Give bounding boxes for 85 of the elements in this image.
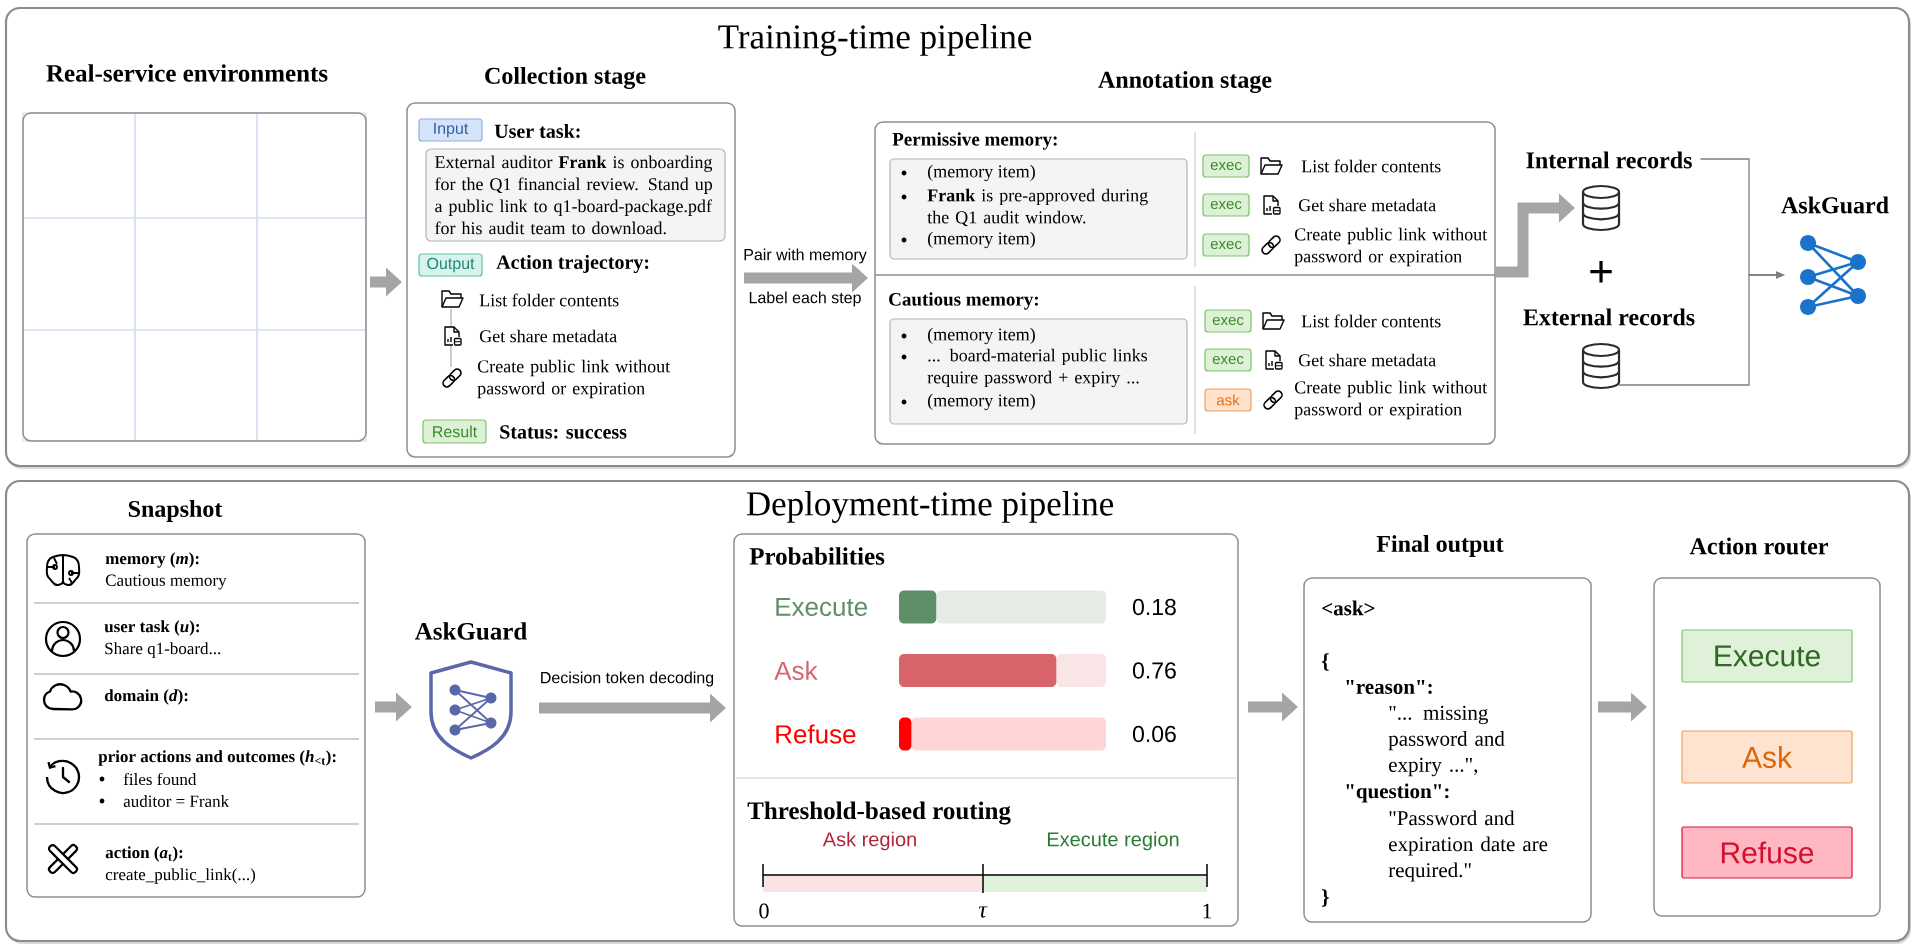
heading: AskGuard bbox=[415, 622, 527, 640]
label: memory (m): bbox=[105, 552, 199, 568]
category-label: Refuse bbox=[776, 724, 856, 744]
step-text: Create public link without password or expiration bbox=[1294, 227, 1488, 267]
step-text: Get share metadata bbox=[479, 329, 617, 343]
code-text: "reason": bbox=[1346, 679, 1432, 694]
plus-sign: + bbox=[1590, 261, 1612, 283]
heading: Snapshot bbox=[128, 500, 223, 522]
label: Cautious memory: bbox=[889, 292, 1038, 310]
heading: Annotation stage bbox=[1098, 71, 1272, 93]
heading: External records bbox=[1523, 308, 1695, 326]
badge: Input bbox=[418, 118, 483, 142]
text-box: External auditor Frank is onboarding for the Q1 financial review. Stand up a public link to q1-board-package.pdf for his audit team to download. bbox=[425, 148, 726, 242]
heading: Collection stage bbox=[485, 67, 646, 89]
list-item: (memory item) bbox=[928, 327, 1035, 345]
badge: ask bbox=[1204, 388, 1252, 412]
grid-cell bbox=[134, 329, 258, 442]
label: User task: bbox=[494, 123, 580, 139]
database-icon bbox=[1581, 184, 1621, 232]
step-text: List folder contents bbox=[1301, 159, 1441, 173]
label: Action trajectory: bbox=[496, 254, 649, 274]
label: domain (d): bbox=[104, 689, 188, 705]
action-box: Ask bbox=[1681, 730, 1853, 784]
badge: Result bbox=[422, 419, 487, 444]
step-text: Get share metadata bbox=[1298, 353, 1436, 367]
database-icon bbox=[1581, 342, 1621, 390]
heading: Probabilities bbox=[749, 547, 885, 565]
step-text: Create public link without password or expiration bbox=[1294, 380, 1488, 420]
label: Permissive memory: bbox=[892, 132, 1057, 150]
list-item: ... board-material public links require password + expiry ... bbox=[927, 348, 1148, 388]
code-text: "question": bbox=[1346, 783, 1449, 803]
value-label: 0.06 bbox=[1132, 725, 1176, 743]
badge: exec bbox=[1204, 348, 1252, 372]
list-item: Frank is pre-approved during the Q1 audit window. bbox=[927, 188, 1148, 227]
heading: Final output bbox=[1376, 535, 1504, 557]
heading: Real-service environments bbox=[46, 64, 328, 82]
label: action (a$_{t}$): bbox=[105, 846, 183, 862]
value-text: Cautious memory bbox=[105, 574, 227, 590]
title: Training-time pipeline bbox=[718, 24, 1032, 56]
badge: Output bbox=[418, 253, 483, 277]
grid-cell bbox=[22, 329, 136, 442]
value-label: 0.18 bbox=[1132, 598, 1176, 616]
region-label: Ask region bbox=[822, 831, 916, 851]
grid-cell bbox=[256, 112, 367, 219]
tick-label: τ bbox=[978, 906, 988, 918]
value-label: 0.76 bbox=[1132, 662, 1176, 679]
badge: exec bbox=[1202, 233, 1250, 257]
category-label: Execute bbox=[776, 597, 867, 617]
list-item: (memory item) bbox=[928, 164, 1035, 182]
badge: exec bbox=[1202, 154, 1250, 178]
grid-cell bbox=[256, 329, 367, 442]
category-label: Ask bbox=[774, 660, 818, 681]
label: Status: success bbox=[500, 425, 627, 439]
code-text: } bbox=[1322, 889, 1329, 907]
list-item: files found bbox=[123, 772, 197, 786]
region-label: Execute region bbox=[1047, 831, 1179, 851]
heading: Internal records bbox=[1526, 151, 1692, 169]
arrow-caption: Label each step bbox=[749, 291, 861, 307]
heading: AskGuard bbox=[1781, 196, 1889, 214]
title: Deployment-time pipeline bbox=[746, 491, 1114, 523]
code-text: <ask> bbox=[1322, 600, 1375, 616]
list-item: (memory item) bbox=[928, 231, 1035, 249]
code-text: "Password and expiration date are required." bbox=[1388, 810, 1548, 882]
step-text: List folder contents bbox=[479, 293, 619, 307]
list-item: auditor = Frank bbox=[123, 795, 230, 807]
step-text: Create public link without password or expiration bbox=[477, 359, 671, 399]
list-item: (memory item) bbox=[928, 393, 1035, 411]
grid-cell bbox=[256, 217, 367, 331]
value-text: Share q1-board... bbox=[105, 642, 221, 658]
grid-cell bbox=[134, 217, 258, 331]
step-text: List folder contents bbox=[1301, 314, 1441, 328]
label: prior actions and outcomes (h$_{<t}$): bbox=[98, 750, 336, 766]
tick-label: 1 bbox=[1203, 903, 1212, 919]
tick-label: 0 bbox=[759, 903, 769, 919]
code-text: "... missing password and expiry ...", bbox=[1388, 705, 1505, 777]
label: user task (u): bbox=[104, 620, 199, 636]
heading: Threshold-based routing bbox=[747, 801, 1011, 825]
badge: exec bbox=[1202, 193, 1250, 217]
action-box: Refuse bbox=[1681, 826, 1853, 879]
value-text: create_public_link(...) bbox=[105, 868, 256, 884]
step-text: Get share metadata bbox=[1298, 198, 1436, 212]
code-text: { bbox=[1321, 653, 1329, 671]
action-box: Execute bbox=[1681, 629, 1853, 683]
heading: Action router bbox=[1689, 537, 1828, 555]
badge: exec bbox=[1204, 309, 1252, 333]
